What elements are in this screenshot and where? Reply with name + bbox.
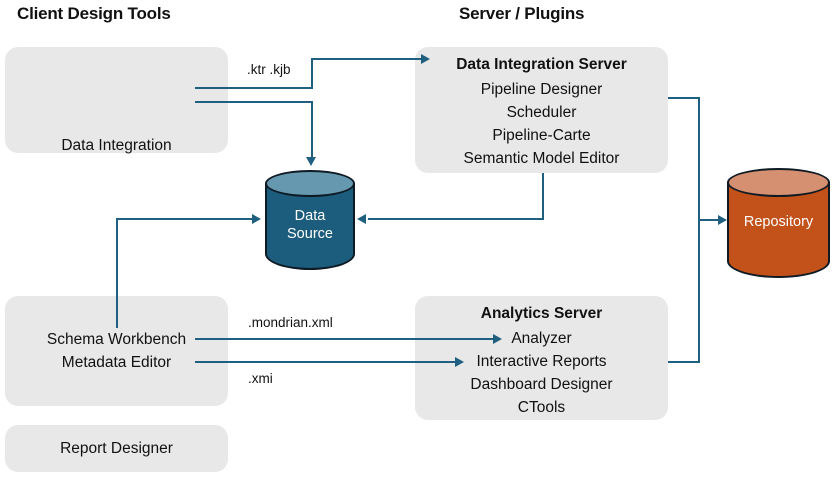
repository-body bbox=[727, 182, 830, 278]
panel-data-integration[interactable]: Data Integration bbox=[5, 47, 228, 154]
client-tool-schema-workbench: Schema Workbench bbox=[46, 331, 187, 348]
panel-data-integration-server[interactable]: Data Integration Server Pipeline Designe… bbox=[415, 47, 668, 173]
connector-di-to-server-seg1 bbox=[195, 87, 313, 89]
analytics-server-item-interactive-reports: Interactive Reports bbox=[476, 353, 607, 370]
arrowhead-clienttools-to-datasource bbox=[252, 214, 261, 224]
connector-trunk-to-repository bbox=[698, 219, 720, 221]
connector-clienttools-to-datasource-seg1 bbox=[116, 218, 118, 328]
connector-repository-trunk-upper bbox=[698, 97, 700, 221]
connector-schema-to-analyzer bbox=[195, 338, 495, 340]
di-server-item-semantic-model-editor: Semantic Model Editor bbox=[463, 150, 620, 167]
di-server-item-pipeline-carte: Pipeline-Carte bbox=[492, 127, 591, 144]
panel-data-integration-label: Data Integration bbox=[61, 137, 172, 154]
analytics-server-item-analyzer: Analyzer bbox=[511, 330, 572, 347]
edge-label-xmi: .xmi bbox=[248, 371, 273, 386]
repository-top-ellipse bbox=[727, 168, 830, 197]
data-source-label: Data Source bbox=[265, 207, 355, 243]
di-server-item-pipeline-designer: Pipeline Designer bbox=[480, 81, 603, 98]
arrowhead-diserver-to-datasource bbox=[357, 214, 366, 224]
connector-repository-trunk-lower bbox=[698, 219, 700, 363]
client-tool-metadata-editor: Metadata Editor bbox=[61, 354, 172, 371]
arrowhead-di-to-datasource bbox=[306, 157, 316, 166]
data-source-label-line1: Data bbox=[294, 208, 326, 224]
datastore-data-source[interactable]: Data Source bbox=[265, 170, 355, 270]
connector-diserver-to-repository-seg1 bbox=[668, 97, 700, 99]
edge-label-mondrian-xml: .mondrian.xml bbox=[248, 315, 333, 330]
analytics-server-item-dashboard-designer: Dashboard Designer bbox=[470, 376, 613, 393]
connector-di-to-datasource-seg2 bbox=[311, 101, 313, 158]
section-title-server-plugins: Server / Plugins bbox=[459, 4, 585, 23]
arrowhead-schema-to-analyzer bbox=[493, 334, 502, 344]
repository-label: Repository bbox=[743, 214, 814, 230]
connector-clienttools-to-datasource-seg2 bbox=[116, 218, 254, 220]
connector-analytics-to-repository-seg1 bbox=[668, 361, 700, 363]
analytics-server-item-ctools: CTools bbox=[517, 399, 566, 416]
connector-di-to-server-seg3 bbox=[311, 58, 423, 60]
section-title-client-design-tools: Client Design Tools bbox=[17, 4, 171, 23]
datastore-repository[interactable]: Repository bbox=[727, 168, 830, 278]
panel-report-designer-label: Report Designer bbox=[60, 440, 173, 457]
data-source-body bbox=[265, 183, 355, 270]
connector-di-to-server-seg2 bbox=[311, 58, 313, 89]
connector-diserver-to-datasource-seg2 bbox=[368, 218, 544, 220]
panel-analytics-server[interactable]: Analytics Server Analyzer Interactive Re… bbox=[415, 296, 668, 420]
data-source-top-ellipse bbox=[265, 170, 355, 197]
connector-di-to-datasource-seg1 bbox=[195, 101, 313, 103]
arrowhead-to-repository bbox=[718, 215, 727, 225]
di-server-title: Data Integration Server bbox=[456, 56, 627, 73]
edge-label-ktr-kjb: .ktr .kjb bbox=[247, 62, 291, 77]
di-server-item-scheduler: Scheduler bbox=[506, 104, 577, 121]
arrowhead-metadata-to-reports bbox=[455, 357, 464, 367]
connector-diserver-to-datasource-seg1 bbox=[542, 173, 544, 220]
connector-metadata-to-reports bbox=[195, 361, 457, 363]
panel-report-designer[interactable]: Report Designer bbox=[5, 425, 228, 472]
analytics-server-title: Analytics Server bbox=[480, 305, 603, 322]
arrowhead-di-to-server bbox=[421, 54, 430, 64]
data-source-label-line2: Source bbox=[287, 226, 333, 242]
